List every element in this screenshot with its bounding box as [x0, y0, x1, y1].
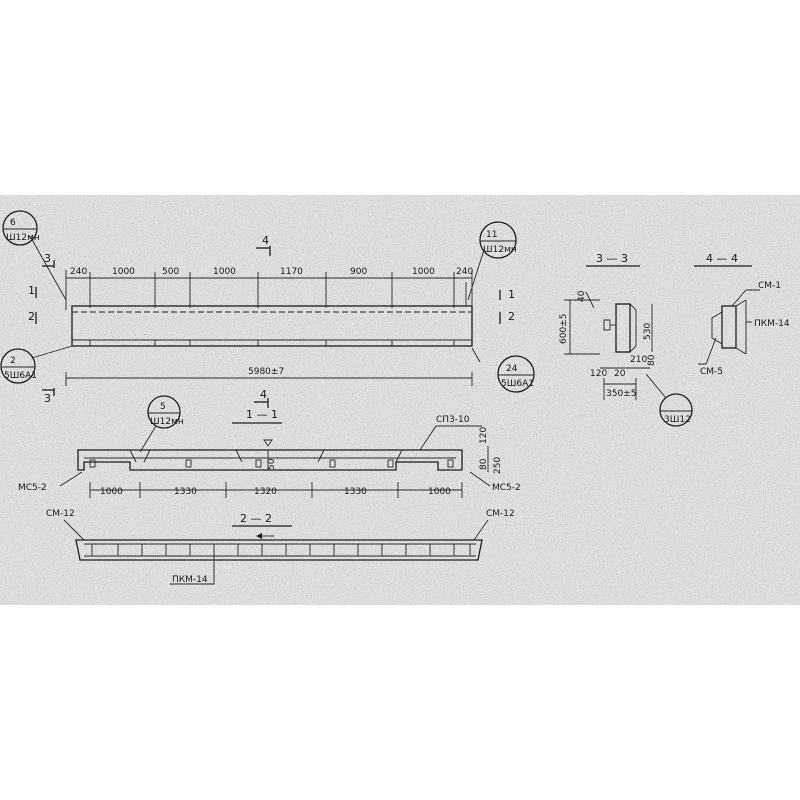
plan-dim-1: 240: [70, 267, 87, 277]
section33-dim-b3: 210: [630, 355, 647, 365]
elevation-dim-1: 1000: [100, 487, 123, 497]
elevation-callout-text: Ш12мн: [150, 417, 184, 427]
elevation-side-dim-3: 250: [493, 457, 503, 474]
plan-view: 240 1000 500 1000 1170 900 1000 240 5980…: [0, 210, 535, 405]
plan-cut-4-top: 4: [262, 234, 269, 247]
callout-top-left-text: Ш12мн: [6, 233, 40, 243]
elevation-label-spz: СП3-10: [436, 415, 470, 425]
plan-cut-2-left: 2: [28, 310, 35, 323]
section33-callout: [659, 393, 693, 427]
plan-cut-3-bottom: 3: [44, 392, 51, 405]
plan-dim-7: 1000: [412, 267, 435, 277]
section33-title: 3 — 3: [596, 252, 628, 265]
elevation-side-dim-2: 80: [479, 458, 489, 470]
section22-label-bottom: ПКМ-14: [172, 575, 208, 585]
plan-cut-2-right: 2: [508, 310, 515, 323]
callout-top-right-text: Ш12мн: [483, 245, 517, 255]
section33-dim-inner: 530: [643, 323, 653, 340]
section22-label-right: СМ-12: [486, 509, 515, 519]
section33-dim-height: 600±5: [559, 314, 569, 344]
elevation-mark-top: 4: [260, 388, 267, 401]
section33-dim-bottom: 80: [647, 354, 657, 366]
elevation-view: 4 1 — 1 1000 1330 1320 1330 1000 50 120 …: [18, 388, 521, 498]
section44-title: 4 — 4: [706, 252, 738, 265]
plan-cut-3-top: 3: [44, 252, 51, 265]
plan-dim-4: 1000: [213, 267, 236, 277]
section-3-3: 3 — 3 600±5 40 530 80 120 20 210 350±5 3…: [559, 252, 693, 427]
plan-dim-3: 500: [162, 267, 179, 277]
elevation-dim-4: 1330: [344, 487, 367, 497]
plan-dim-6: 900: [350, 267, 367, 277]
section33-dim-width: 350±5: [606, 389, 636, 399]
section33-dim-b2: 20: [614, 369, 626, 379]
plan-cut-1-left: 1: [28, 284, 35, 297]
plan-dim-8: 240: [456, 267, 473, 277]
section44-label-right: ПКМ-14: [754, 319, 790, 329]
elevation-label-left: МС5-2: [18, 483, 47, 493]
plan-dim-2: 1000: [112, 267, 135, 277]
plan-dim-total: 5980±7: [248, 367, 284, 377]
section-2-2: 2 — 2 СМ-12 СМ-12 ПКМ-14: [46, 509, 515, 585]
callout-bottom-left-text: 5Ш6А1: [4, 371, 37, 381]
callout-top-right: [479, 221, 517, 259]
elevation-dim-2: 1330: [174, 487, 197, 497]
callout-top-right-num: 11: [486, 230, 497, 240]
section-4-4: 4 — 4 СМ-1 ПКМ-14 СМ-5: [694, 252, 790, 377]
callout-bottom-right-num: 24: [506, 364, 518, 374]
elevation-section-title: 1 — 1: [246, 408, 278, 421]
elevation-dim-5: 1000: [428, 487, 451, 497]
section33-dim-b1: 120: [590, 369, 607, 379]
elevation-side-dim-1: 120: [479, 427, 489, 444]
plan-cut-1-right: 1: [508, 288, 515, 301]
section33-callout-text: 3Ш12: [664, 415, 691, 425]
elevation-center-dim: 50: [267, 458, 277, 470]
elevation-callout: [147, 395, 181, 429]
section33-dim-top: 40: [577, 290, 587, 302]
elevation-callout-num: 5: [160, 402, 166, 412]
paper-grain: [0, 195, 800, 605]
section22-title: 2 — 2: [240, 512, 272, 525]
section22-label-left: СМ-12: [46, 509, 75, 519]
callout-bottom-right: [497, 355, 535, 393]
elevation-label-right: МС5-2: [492, 483, 521, 493]
callout-bottom-right-text: 5Ш6А1: [501, 379, 534, 389]
callout-top-left: [2, 210, 38, 246]
elevation-dim-3: 1320: [254, 487, 277, 497]
plan-dim-5: 1170: [280, 267, 303, 277]
callout-top-left-num: 6: [10, 218, 16, 228]
callout-bottom-left-num: 2: [10, 356, 16, 366]
callout-bottom-left: [0, 348, 36, 384]
section44-label-bottom: СМ-5: [700, 367, 723, 377]
section44-label-top: СМ-1: [758, 281, 781, 291]
